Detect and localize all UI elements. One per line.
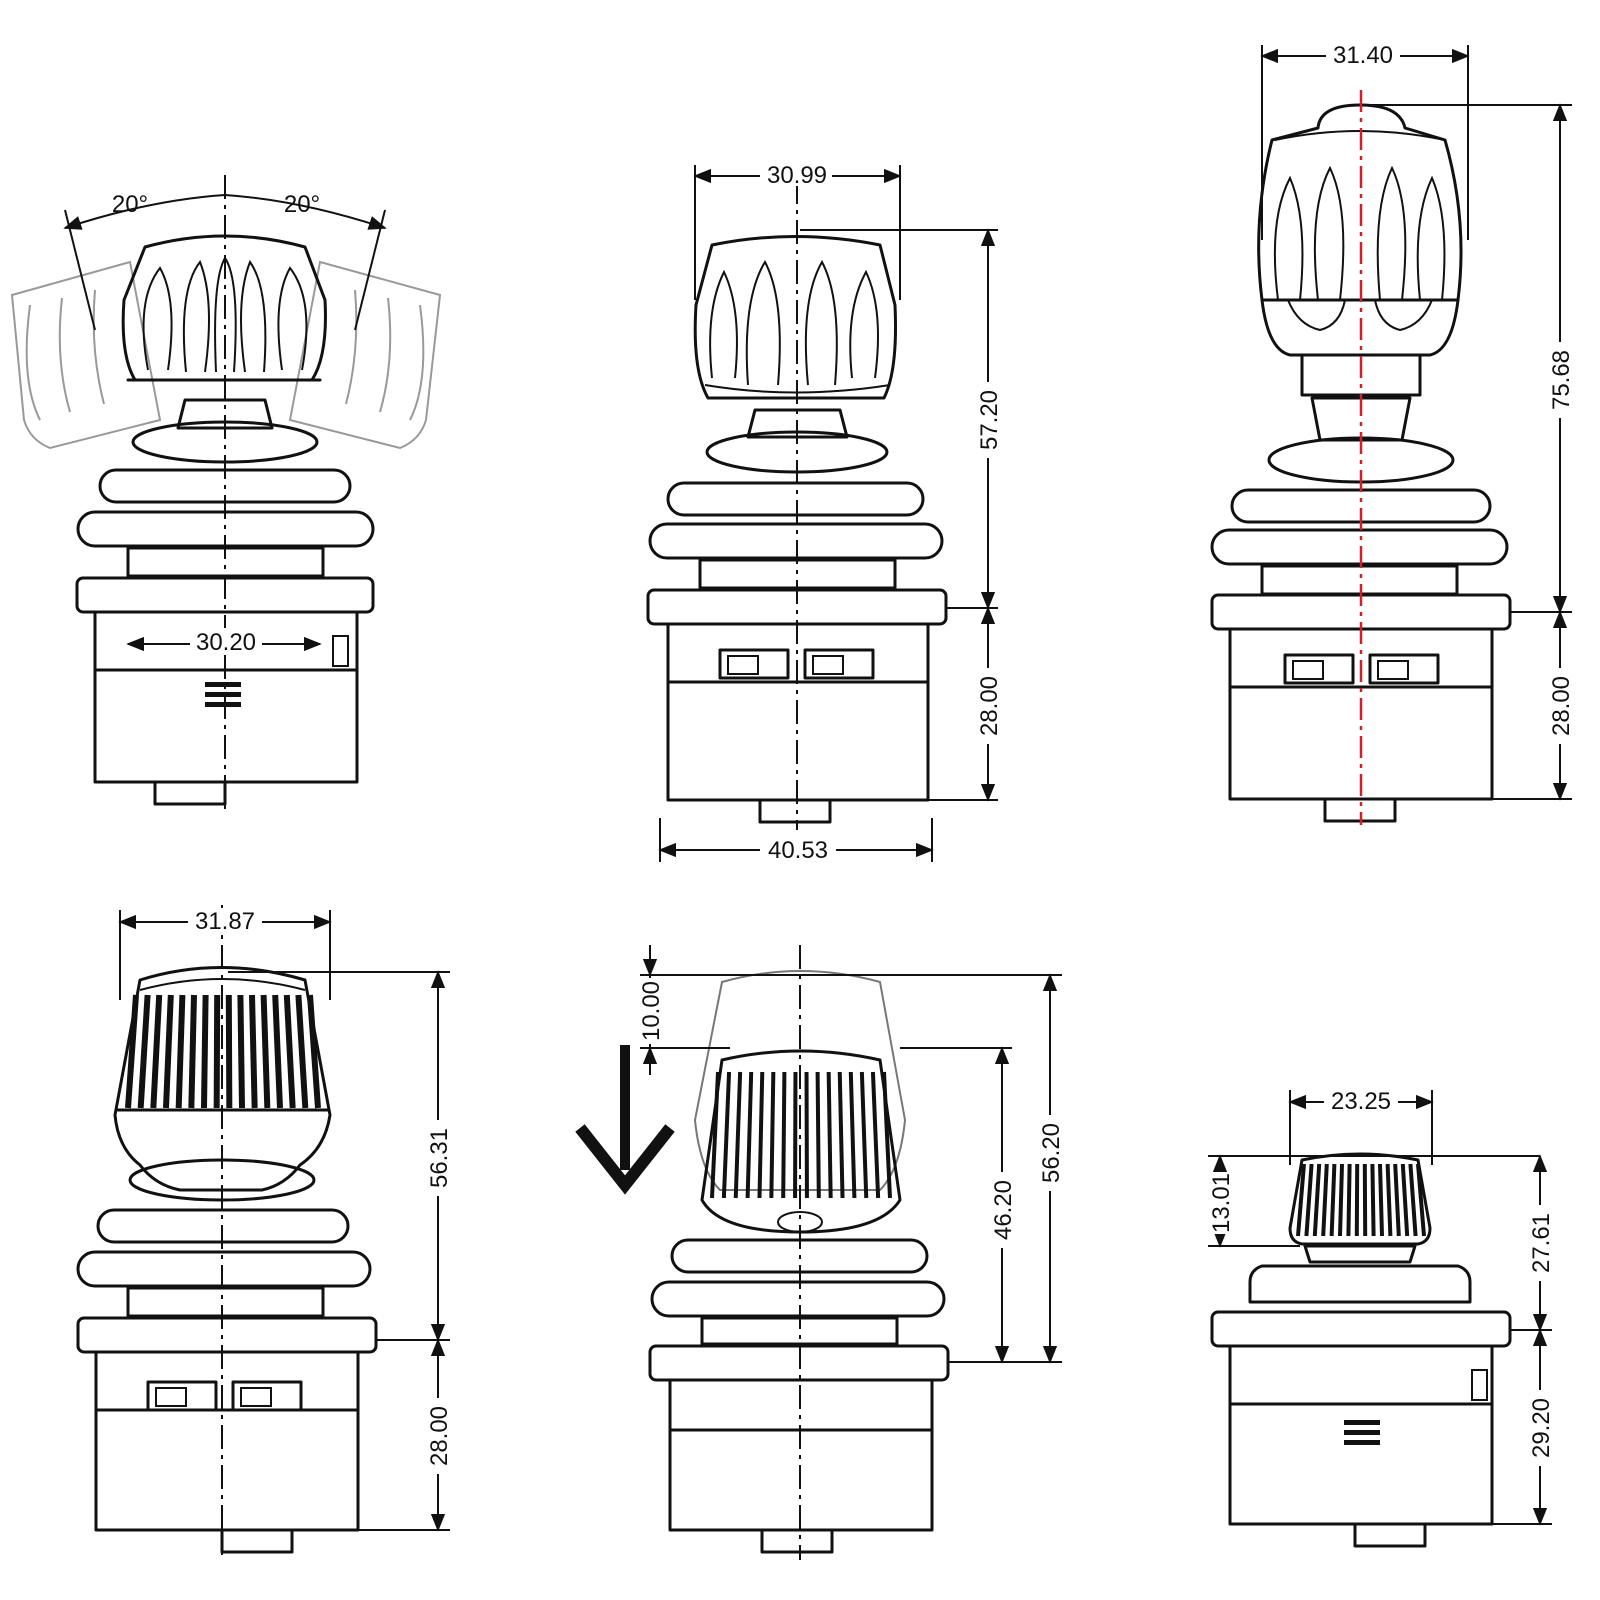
view-front: 30.99 57.20 28.00 40.53 bbox=[646, 160, 1003, 864]
knob-outline bbox=[1288, 1152, 1432, 1246]
view-push-down: 10.00 46.20 56.20 bbox=[575, 945, 1065, 1560]
knob-width-dimension-label: 30.99 bbox=[767, 162, 827, 189]
tilted-knob-right-ghost bbox=[288, 260, 442, 450]
upper-height-dimension-label: 56.20 bbox=[1038, 1123, 1065, 1183]
upper-height-dimension-label: 27.61 bbox=[1528, 1213, 1555, 1273]
lower-height-dimension-label: 28.00 bbox=[1548, 676, 1575, 736]
upper-height-dimension-label: 75.68 bbox=[1548, 350, 1575, 410]
view-compact-knob: 23.25 13.01 27.61 29.20 bbox=[1207, 1088, 1555, 1548]
raised-knob-ghost bbox=[693, 970, 907, 1191]
knob-ribs bbox=[125, 994, 321, 1109]
knob-width-dimension-label: 31.87 bbox=[195, 908, 255, 935]
knob-outline bbox=[113, 966, 332, 1192]
base-width-dimension-label: 40.53 bbox=[768, 837, 828, 864]
travel-dimension-label: 10.00 bbox=[638, 981, 665, 1041]
knob-width-dimension-label: 23.25 bbox=[1331, 1088, 1391, 1115]
knob-ribs bbox=[710, 1071, 892, 1199]
lower-height-dimension-label: 28.00 bbox=[426, 1406, 453, 1466]
knob-grip-flutes bbox=[709, 259, 879, 386]
knob-ribs bbox=[1296, 1163, 1426, 1237]
angle-right-label: 20° bbox=[284, 191, 320, 218]
knob-width-dimension-label: 31.40 bbox=[1333, 42, 1393, 69]
knob-height-dimension-label: 13.01 bbox=[1208, 1173, 1235, 1233]
view-tall-knob: 31.40 75.68 28.00 bbox=[1210, 42, 1575, 825]
view-tilt-angle: 20° 20° 30.20 bbox=[10, 175, 442, 810]
knob-outline bbox=[693, 235, 898, 400]
knob-outline bbox=[121, 234, 327, 382]
pressed-height-dimension-label: 46.20 bbox=[990, 1180, 1017, 1240]
pressed-knob-outline bbox=[700, 1049, 902, 1234]
tilted-knob-left-ghost bbox=[10, 260, 162, 450]
width-dimension-label: 30.20 bbox=[196, 629, 256, 656]
upper-height-dimension-label: 56.31 bbox=[426, 1128, 453, 1188]
upper-height-dimension-label: 57.20 bbox=[976, 390, 1003, 450]
angle-left-label: 20° bbox=[112, 191, 148, 218]
view-ribbed-knob: 31.87 56.31 28.00 bbox=[76, 905, 453, 1555]
lower-height-dimension-label: 28.00 bbox=[976, 676, 1003, 736]
lower-height-dimension-label: 29.20 bbox=[1528, 1398, 1555, 1458]
knob-grip-flutes bbox=[1273, 165, 1446, 332]
push-down-arrow-icon bbox=[575, 1045, 675, 1195]
